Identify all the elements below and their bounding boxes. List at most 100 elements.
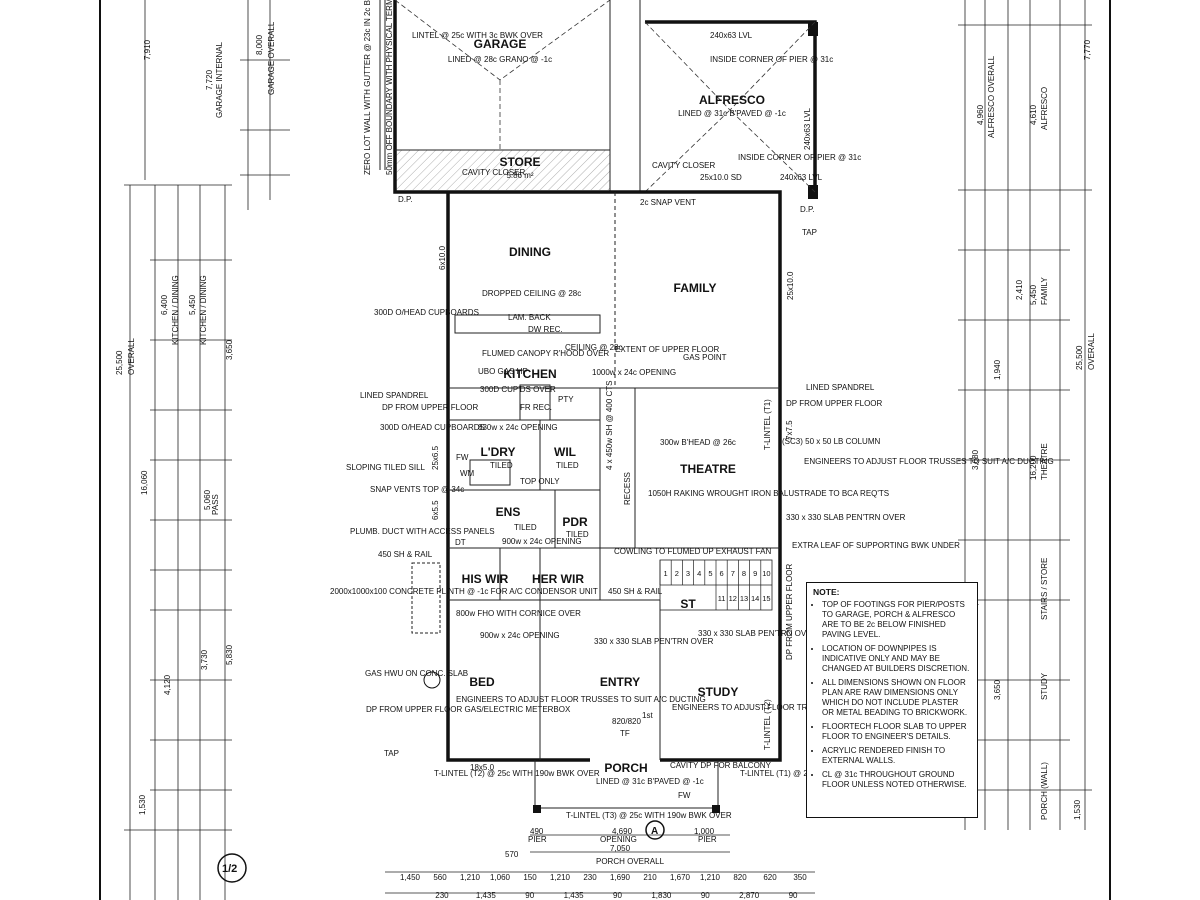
gas-hwu: GAS HWU ON CONC. SLAB bbox=[365, 669, 468, 678]
boundary-note: 50mm OFF BOUNDARY WITH PHYSICAL TERMITE bbox=[385, 0, 394, 175]
store-area: 5.86 m² bbox=[506, 171, 533, 180]
pdr-tiled: TILED bbox=[566, 530, 589, 539]
lined-spandrel-right: LINED SPANDREL bbox=[806, 383, 875, 392]
engineers-bed: ENGINEERS TO ADJUST FLOOR TRUSSES TO SUI… bbox=[456, 695, 706, 704]
bottom-dim-value: 1,060 bbox=[490, 873, 511, 882]
dim-left-garage-internal-label: GARAGE INTERNAL bbox=[215, 41, 224, 118]
dim-right-stairs-store: STAIRS / STORE bbox=[1040, 558, 1049, 620]
bottom-dimension-strings bbox=[385, 834, 815, 894]
dim-left-overall: 25,500 bbox=[115, 350, 124, 375]
snap-vents: SNAP VENTS TOP @ 34c bbox=[370, 485, 464, 494]
dim-right-3650: 3,650 bbox=[993, 679, 1002, 700]
note-item: FLOORTECH FLOOR SLAB TO UPPER FLOOR TO E… bbox=[822, 722, 971, 742]
ceiling-28c: CEILING @ 28c bbox=[565, 343, 622, 352]
bottom-dim-value: 90 bbox=[789, 891, 798, 900]
sheet-number: 1/2 bbox=[222, 863, 237, 875]
dim-left-3730: 3,730 bbox=[200, 649, 209, 670]
dim-right-1940: 1,940 bbox=[993, 359, 1002, 380]
dim-left-3650: 3,650 bbox=[225, 339, 234, 360]
dp-upper-right: DP FROM UPPER FLOOR bbox=[786, 399, 883, 408]
note-box: NOTE: TOP OF FOOTINGS FOR PIER/POSTS TO … bbox=[806, 582, 978, 818]
dt: DT bbox=[455, 538, 466, 547]
extra-leaf: EXTRA LEAF OF SUPPORTING BWK UNDER bbox=[792, 541, 960, 550]
sd-size: 25x10.0 SD bbox=[700, 173, 742, 182]
snap-vent: 2c SNAP VENT bbox=[640, 198, 696, 207]
stair-number: 5 bbox=[708, 569, 712, 578]
engineers-study: ENGINEERS TO ADJUST FLOOR TRUSSES TO SUI… bbox=[672, 703, 922, 712]
dim-25x10: 25x10.0 bbox=[786, 271, 795, 300]
dim-right-overall: 25,500 bbox=[1075, 345, 1084, 370]
dim-right-1530: 1,530 bbox=[1073, 799, 1082, 820]
gas-point: GAS POINT bbox=[683, 353, 727, 362]
stair-number: 7 bbox=[731, 569, 735, 578]
dim-right-theatre-label: THEATRE bbox=[1040, 443, 1049, 480]
bottom-dim-value: 1,435 bbox=[476, 891, 497, 900]
lintel-top-note: LINTEL @ 25c WITH 3c BWK OVER bbox=[412, 31, 543, 40]
bottom-dim-value: 90 bbox=[613, 891, 622, 900]
ohead-cupboards-2: 300D O/HEAD CUPBOARDS bbox=[380, 423, 485, 432]
stair-number: 14 bbox=[751, 594, 759, 603]
dim-left-garage-overall-label: GARAGE OVERALL bbox=[267, 21, 276, 95]
cupds-over: 300D CUP'DS OVER bbox=[480, 385, 556, 394]
slab-pen-3: 330 x 330 SLAB PEN'TRN OVER bbox=[698, 629, 818, 638]
lvl-right: 240x63 LVL bbox=[803, 107, 812, 150]
dim-bottom-490: 490 bbox=[530, 827, 544, 836]
bottom-dim-value: 1,450 bbox=[400, 873, 421, 882]
dim-18x5: 18x5.0 bbox=[470, 763, 495, 772]
dp-upper-left: DP FROM UPPER FLOOR bbox=[382, 403, 479, 412]
dim-bottom-porch-overall: PORCH OVERALL bbox=[596, 857, 665, 866]
fw-porch: FW bbox=[678, 791, 691, 800]
raking-balustrade: 1050H RAKING WROUGHT IRON BALUSTRADE TO … bbox=[648, 489, 889, 498]
room-porch: PORCH bbox=[604, 761, 647, 775]
dim-left-kd-internal-label: KITCHEN / DINING bbox=[199, 275, 208, 345]
bottom-dim-value: 1,210 bbox=[700, 873, 721, 882]
dim-bottom-pier-right: PIER bbox=[698, 835, 717, 844]
opening-900a: 900w x 24c OPENING bbox=[502, 537, 582, 546]
lvl-top: 240x63 LVL bbox=[710, 31, 753, 40]
garage-area bbox=[379, 0, 641, 194]
top-only: TOP ONLY bbox=[520, 477, 560, 486]
dim-left-kitchen-dining: 6,400 bbox=[160, 294, 169, 315]
wil-tiled: TILED bbox=[556, 461, 579, 470]
bottom-dim-value: 820 bbox=[733, 873, 747, 882]
alfresco-lined-note: LINED @ 31c B'PAVED @ -1c bbox=[678, 109, 786, 118]
room-alfresco: ALFRESCO bbox=[699, 93, 765, 107]
dim-left-16060: 16,060 bbox=[140, 470, 149, 495]
section-marker-a: A bbox=[651, 826, 658, 837]
t-lintel-t3: T-LINTEL (T3) @ 25c WITH 190w BWK OVER bbox=[566, 811, 732, 820]
cavity-dp-balcony: CAVITY DP FOR BALCONY bbox=[670, 761, 772, 770]
dim-left-garage-internal: 7,720 bbox=[205, 69, 214, 90]
cavity-closer-garage: CAVITY CLOSER bbox=[462, 168, 526, 177]
bottom-dim-value: 230 bbox=[583, 873, 597, 882]
room-study: STUDY bbox=[698, 685, 739, 699]
lined-spandrel-left: LINED SPANDREL bbox=[360, 391, 429, 400]
sheet-number-circle bbox=[217, 853, 247, 883]
cavity-closer-alfresco: CAVITY CLOSER bbox=[652, 161, 716, 170]
sloping-sill: SLOPING TILED SILL bbox=[346, 463, 426, 472]
engineers-right: ENGINEERS TO ADJUST FLOOR TRUSSES TO SUI… bbox=[804, 457, 1054, 466]
t-lintel-t1-theatre: T-LINTEL (T1) bbox=[763, 399, 772, 450]
downpipe-garage: D.P. bbox=[398, 195, 413, 204]
lvl-corner: 240x63 LVL bbox=[780, 173, 823, 182]
dim-7x7: 7x7.5 bbox=[785, 420, 794, 440]
dim-right-family-label: FAMILY bbox=[1040, 276, 1049, 305]
section-marker-circle bbox=[645, 820, 665, 840]
dim-left-5060: 5,060 bbox=[203, 489, 212, 510]
room-theatre: THEATRE bbox=[680, 462, 736, 476]
bottom-dim-value: 1,670 bbox=[670, 873, 691, 882]
room-garage: GARAGE bbox=[474, 37, 527, 51]
stair-number: 13 bbox=[740, 594, 748, 603]
bottom-dim-value: 1,210 bbox=[550, 873, 571, 882]
room-ens: ENS bbox=[496, 505, 521, 519]
dim-right-theatre: 16,200 bbox=[1029, 455, 1038, 480]
bottom-dim-value: 1,690 bbox=[610, 873, 631, 882]
dim-bottom-porch-r: 1,000 bbox=[694, 827, 715, 836]
dim-right-alfresco-overall: 4,960 bbox=[976, 104, 985, 125]
left-dimension-strings: 25,500 OVERALL 6,400 KITCHEN / DINING 5,… bbox=[115, 0, 290, 900]
dim-left-kd-internal: 5,450 bbox=[188, 294, 197, 315]
bulkhead: 300w B'HEAD @ 26c bbox=[660, 438, 736, 447]
room-stair: ST bbox=[680, 597, 696, 611]
t-lintel-t2-study: T-LINTEL (T2) bbox=[763, 699, 772, 750]
bottom-dim-value: 620 bbox=[763, 873, 777, 882]
